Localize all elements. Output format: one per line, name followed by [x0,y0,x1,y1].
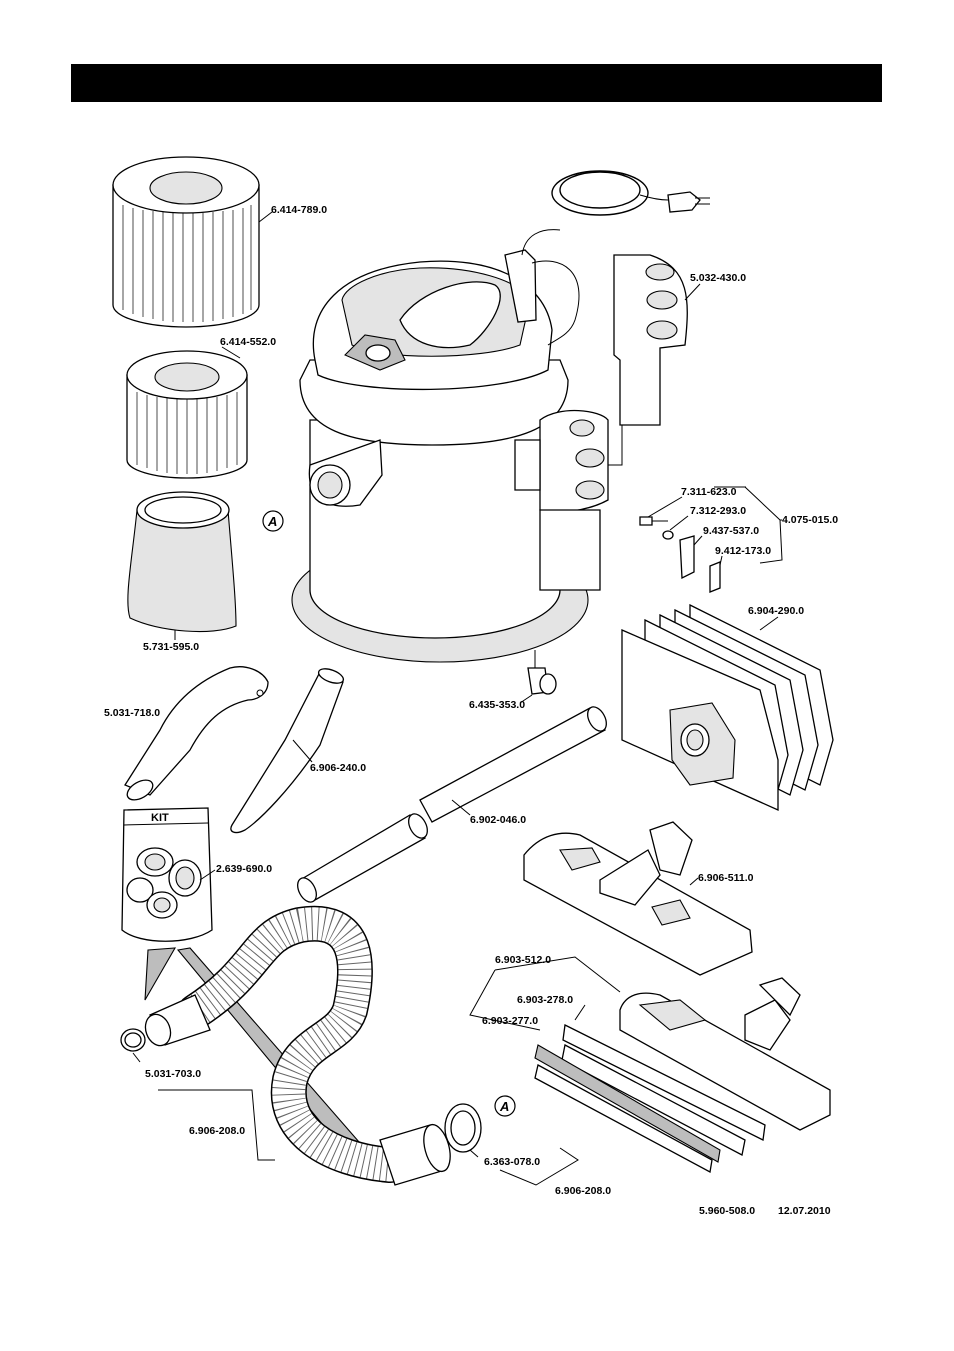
doc-date: 12.07.2010 [778,1205,831,1217]
callout-a-tank: A [262,510,284,532]
vacuum-body [291,249,589,663]
leader-hose-right [499,1147,579,1186]
leader-accessory-holder [684,283,701,301]
label-clamp: 9.437-537.0 [703,525,759,537]
leader-clip [719,555,723,566]
leader-paper-bags [759,616,779,631]
filter-cartridge-small [126,350,248,479]
leader-wet-dry-lower [469,969,541,1031]
label-paper-bags: 6.904-290.0 [748,605,804,617]
suction-hose [120,905,482,1186]
label-bend: 5.031-718.0 [104,707,160,719]
label-kit-set: 4.075-015.0 [782,514,838,526]
svg-text:A: A [499,1099,509,1114]
accessory-holder [613,254,688,426]
leader-filter-large [258,211,273,223]
label-filter-bag: 5.731-595.0 [143,641,199,653]
leader-castor [519,694,533,704]
kit-label: KIT [151,812,169,824]
leader-holder-to-tank [608,425,623,466]
crevice-nozzle [230,668,345,834]
label-accessory-holder: 5.032-430.0 [690,272,746,284]
floor-nozzle [523,821,753,976]
label-clip: 9.412-173.0 [715,545,771,557]
leader-crevice [292,739,313,763]
leader-bracket-set [744,486,783,564]
label-filter-small: 6.414-552.0 [220,336,276,348]
label-floor-nozzle: 6.906-511.0 [698,872,754,884]
label-seal-ring: 6.363-078.0 [484,1156,540,1168]
leader-screw [647,496,683,518]
label-kit-adapter: 2.639-690.0 [216,863,272,875]
label-screw: 7.311-623.0 [681,486,737,498]
doc-number: 5.960-508.0 [699,1205,755,1217]
label-castor: 6.435-353.0 [469,699,525,711]
wet-dry-nozzle [534,977,831,1174]
power-cord [521,170,710,346]
leader-seal-ring [469,1149,479,1158]
leader-washer [669,515,689,531]
leader-tubes [451,799,471,816]
tank-accessory-holder [514,409,609,591]
leader-brush [574,1004,586,1021]
header-banner [71,64,882,102]
leader-wet-dry [494,956,621,993]
label-filter-large: 6.414-789.0 [271,204,327,216]
paper-filter-bags [621,603,834,812]
callout-a-hose: A [494,1095,516,1117]
label-crevice: 6.906-240.0 [310,762,366,774]
label-hose-left: 6.906-208.0 [189,1125,245,1137]
leader-floor-nozzle [689,877,699,886]
leader-hose-coupling [132,1052,141,1063]
bend-pipe [124,666,269,801]
svg-text:A: A [267,514,277,529]
filter-bag-cloth [127,491,237,633]
filter-cartridge-large [112,156,260,328]
leader-hose-left [158,1089,275,1161]
leader-kit [199,869,216,881]
label-wet-dry: 6.903-512.0 [495,954,551,966]
leader-filter-small [221,346,241,359]
castor [527,650,557,695]
label-hose-right: 6.906-208.0 [555,1185,611,1197]
label-washer: 7.312-293.0 [690,505,746,517]
suction-tubes [297,706,607,903]
label-hose-coupling: 5.031-703.0 [145,1068,201,1080]
fastener-set [639,516,721,593]
label-tubes: 6.902-046.0 [470,814,526,826]
label-rubber-strips: 6.903-277.0 [482,1015,538,1027]
leader-clamp [693,535,703,546]
label-brush-strips: 6.903-278.0 [517,994,573,1006]
